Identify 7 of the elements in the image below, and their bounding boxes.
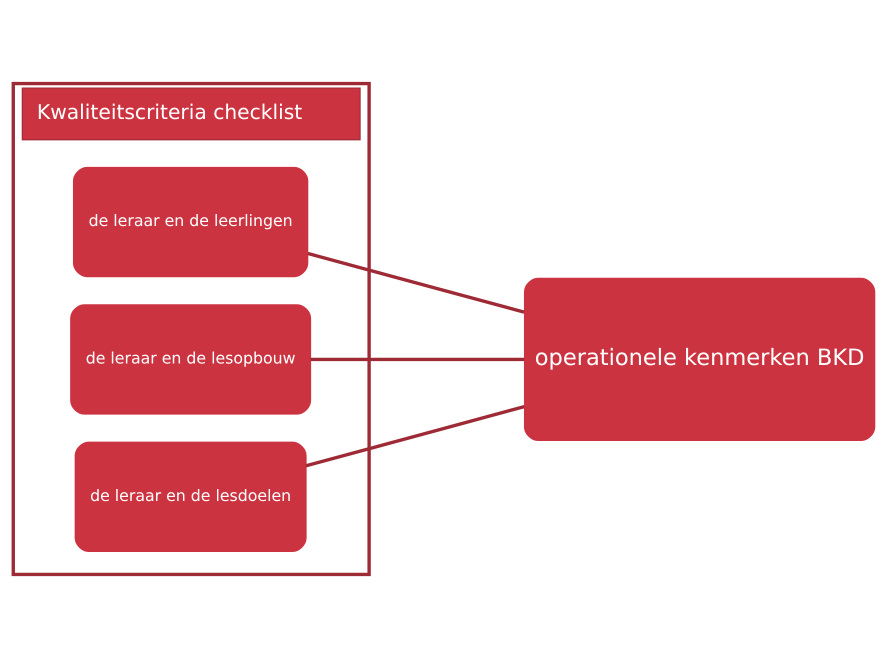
node-box: operationele kenmerken BKD xyxy=(524,277,876,441)
node-box: de leraar en de leerlingen xyxy=(72,166,308,277)
connector xyxy=(308,251,525,314)
node-box: de leraar en de lesdoelen xyxy=(74,441,307,552)
connector xyxy=(310,357,524,361)
connector xyxy=(306,404,525,467)
node-box: de leraar en de lesopbouw xyxy=(70,304,312,414)
